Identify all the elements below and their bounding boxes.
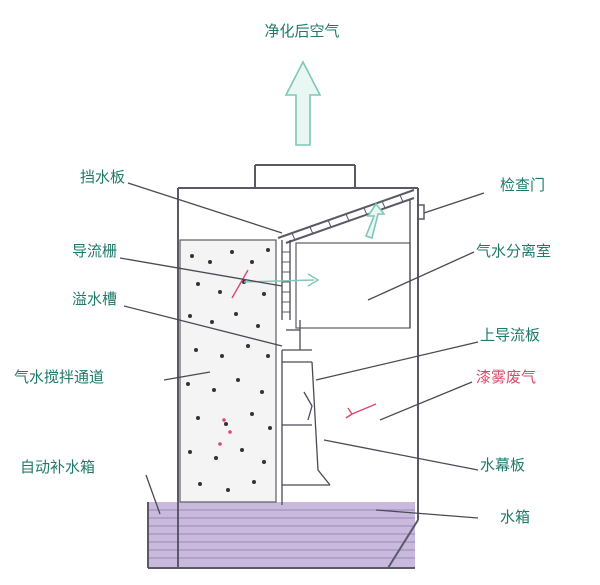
separation-chamber (295, 200, 411, 329)
mixing-channel (179, 239, 277, 503)
outlet-arrow (284, 60, 322, 146)
top-label: 净化后空气 (264, 22, 339, 40)
label-paint-mist-gas: 漆雾废气 (476, 368, 536, 386)
label-mixing-channel: 气水搅拌通道 (14, 368, 104, 386)
label-water-curtain-plate: 水幕板 (480, 456, 525, 474)
label-overflow-trough: 溢水槽 (72, 290, 117, 308)
label-auto-refill-tank: 自动补水箱 (20, 458, 95, 476)
chamber-arrow (364, 202, 386, 240)
water-tank (148, 502, 415, 568)
mist-eliminator (277, 189, 415, 244)
guide-grille (281, 240, 291, 320)
label-upper-guide-plate: 上导流板 (480, 326, 540, 344)
label-separation-chamber: 气水分离室 (476, 242, 551, 260)
label-mist-eliminator: 挡水板 (80, 168, 125, 186)
auto-refill-tank (147, 502, 415, 569)
inner-partitions (281, 320, 331, 505)
leader-lines (119, 182, 485, 519)
label-guide-grille: 导流栅 (72, 242, 117, 260)
label-inspection-door: 检查门 (500, 176, 545, 194)
label-water-tank: 水箱 (500, 508, 530, 526)
